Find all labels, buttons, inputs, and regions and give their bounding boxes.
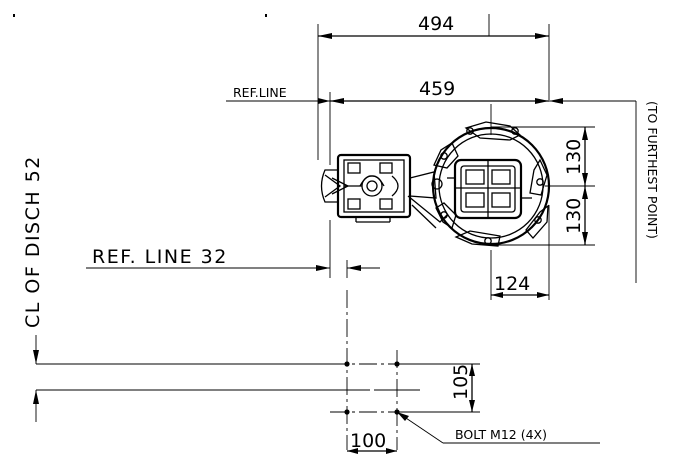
- dimension-124: 124: [490, 205, 550, 300]
- bolt-hole: [394, 361, 400, 367]
- dim-130-lower-value: 130: [563, 198, 585, 234]
- stray-marks: [13, 14, 267, 17]
- ref-line-32: REF. LINE 32: [86, 220, 380, 278]
- bolt-pattern: [330, 290, 412, 450]
- motor-body: [320, 153, 412, 223]
- to-furthest-point-label: (TO FURTHEST POINT): [645, 101, 660, 239]
- pump-casing: [431, 121, 551, 247]
- dim-105-value: 105: [450, 364, 472, 400]
- cl-of-disch-label: CL OF DISCH 52: [22, 155, 44, 328]
- bolt-callout: BOLT M12 (4X): [396, 411, 600, 444]
- dim-130-upper-value: 130: [563, 139, 585, 175]
- dimension-100: 100: [347, 430, 397, 454]
- dim-100-value: 100: [350, 430, 386, 452]
- ref-line-label: REF.LINE: [233, 85, 287, 100]
- dim-124-value: 124: [494, 273, 530, 295]
- ref-line-32-label: REF. LINE 32: [92, 246, 228, 268]
- dimension-130-pair: 130 130: [490, 104, 595, 246]
- dimension-105: 105: [404, 363, 480, 413]
- bolt-hole: [344, 361, 350, 367]
- dimension-494: 494: [317, 13, 550, 160]
- foundation-lines: [36, 363, 420, 391]
- bolt-callout-label: BOLT M12 (4X): [455, 427, 547, 442]
- cl-of-discharge: CL OF DISCH 52: [22, 155, 44, 422]
- dim-494-value: 494: [418, 13, 454, 35]
- bolt-hole: [344, 409, 350, 415]
- pump-coupling: [407, 171, 449, 229]
- dim-459-value: 459: [419, 78, 455, 100]
- dimension-459: 459 REF.LINE: [226, 78, 637, 283]
